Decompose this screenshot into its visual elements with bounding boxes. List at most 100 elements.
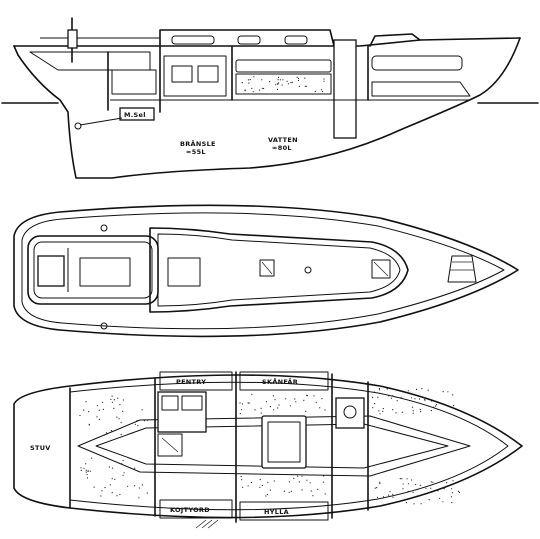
stipple-dot [378,389,381,391]
stipple-dot [274,399,276,401]
stipple-dot [275,84,277,86]
stipple-dot [137,425,139,427]
locker-port-2 [239,371,329,391]
stipple-dot [412,412,414,414]
stipple-dot [85,471,87,473]
stipple-dot [265,401,268,403]
cabin-sole-inner [95,423,449,469]
stipple-dot [428,499,430,501]
stipple-dot [287,83,289,85]
stipple-dot [100,495,102,497]
water-tank-label: VATTEN [268,136,298,144]
stipple-dot [452,394,454,396]
stipple-dot [442,501,444,503]
propeller [74,122,82,130]
stipple-dot [407,483,409,485]
stipple-dot [322,481,325,483]
stipple-dot [374,403,376,405]
galley-sink [161,395,179,411]
stipple-dot [373,391,375,393]
stipple-dot [298,481,300,483]
label-kojtyord: KOJTYORD [170,506,210,514]
stipple-dot [109,484,111,486]
stipple-dot [323,80,325,82]
stipple-dot [425,487,427,489]
hull-plan-inner [69,381,509,511]
stipple-dot [252,91,254,93]
stipple-dot [301,489,303,491]
stipple-dot [430,481,432,483]
stipple-dot [297,475,299,477]
stipple-dot [286,80,288,82]
accommodation-plan: PENTRY SKÅNFÄR STUV KOJTYORD HYLLA [13,371,523,529]
cockpit-well [27,235,159,305]
stipple-dot [412,410,414,412]
stipple-dot [134,423,136,425]
stipple-dot [269,489,271,491]
stipple-dot [411,479,413,481]
stipple-dot [402,488,404,490]
stipple-dot [452,480,454,482]
stipple-dot [374,487,376,489]
stipple-dot [288,491,290,493]
mast-step [259,259,275,277]
stipple-dot [315,401,317,403]
stipple-dot [430,410,432,412]
stipple-dot [87,470,89,472]
stipple-dot [136,420,138,422]
saloon-table [261,415,307,469]
stipple-dot [399,478,401,480]
stipple-dot [389,491,391,493]
stipple-dot [382,496,385,498]
stipple-dot [306,395,308,397]
stipple-dot [437,490,439,492]
stipple-dot [291,81,293,83]
stipple-dot [458,491,461,493]
stipple-dot [98,418,100,420]
stipple-dot [313,395,315,397]
stipple-dot [420,411,422,413]
cabin-top-inner [157,233,401,307]
stipple-dot [123,472,125,474]
stipple-dot [122,474,124,476]
label-stuv: STUV [30,444,51,452]
stipple-dot [432,481,434,483]
stipple-dot [277,76,280,78]
winch [67,29,78,49]
stipple-dot [298,85,300,87]
stipple-dot [248,402,250,404]
hatch-mark-3 [207,519,219,529]
stipple-dot [376,487,378,489]
stipple-dot [386,388,388,390]
stipple-dot [421,388,423,390]
fore-hatch-cross [373,261,389,277]
stipple-dot [379,482,381,485]
stipple-dot [392,395,394,397]
stipple-dot [93,486,95,488]
stipple-dot [320,89,322,91]
stipple-dot [265,495,267,497]
stipple-dot [323,78,325,80]
fuel-tank-label: BRÄNSLE [180,139,216,148]
stipple-dot [239,413,241,415]
stipple-dot [273,480,275,482]
stipple-dot [117,397,119,399]
stipple-dot [453,405,455,407]
stipple-dot [261,79,263,81]
sink [197,65,219,83]
locker-stbd-1 [159,499,233,519]
stipple-dot [431,400,433,402]
fuel-tank-sublabel: ≈55L [186,148,206,156]
stipple-dot [134,467,136,469]
stipple-dot [451,488,453,490]
cockpit-seats [33,241,153,299]
stipple-dot [110,398,112,400]
stipple-dot [377,396,379,398]
stipple-dot [85,469,87,471]
stipple-dot [101,401,104,403]
deck-outline [13,204,519,338]
head-compartment [335,397,365,429]
stipple-dot [102,408,104,410]
stipple-dot [277,407,279,409]
galley-stove [181,395,203,411]
